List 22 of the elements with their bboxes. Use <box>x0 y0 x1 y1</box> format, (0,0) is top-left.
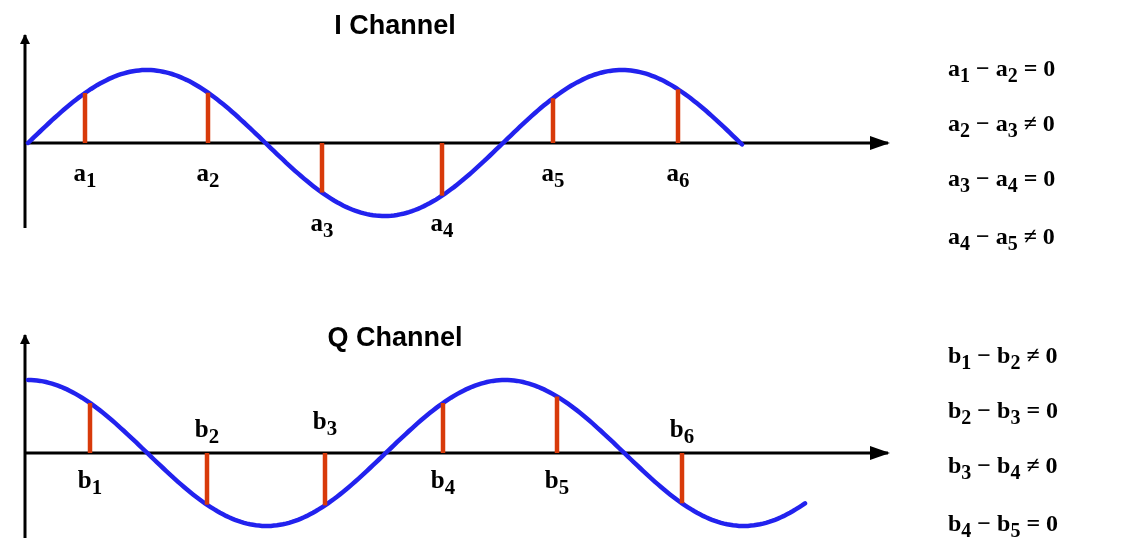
equation: b$_{2}$ − b$_{3}$ = 0 <box>948 398 1059 427</box>
channel-title: Q Channel <box>327 324 463 351</box>
sample-label: b$_{1}$ <box>77 467 103 498</box>
equation: b$_{4}$ − b$_{5}$ = 0 <box>948 511 1059 540</box>
sample-label: a$_{6}$ <box>666 160 690 191</box>
equation: a$_{1}$ − a$_{2}$ = 0 <box>948 56 1056 85</box>
sample-label: b$_{2}$ <box>194 416 220 447</box>
sample-label: a$_{5}$ <box>541 160 565 191</box>
equation: a$_{4}$ − a$_{5}$ ≠ 0 <box>948 224 1055 253</box>
equation: b$_{1}$ − b$_{2}$ ≠ 0 <box>948 343 1058 372</box>
equation: a$_{2}$ − a$_{3}$ ≠ 0 <box>948 111 1055 140</box>
sample-label: b$_{5}$ <box>544 467 570 498</box>
equation: b$_{3}$ − b$_{4}$ ≠ 0 <box>948 453 1058 482</box>
equation: a$_{3}$ − a$_{4}$ = 0 <box>948 166 1056 195</box>
sample-label: a$_{1}$ <box>73 160 97 191</box>
sample-label: a$_{2}$ <box>196 160 220 191</box>
channel-title: I Channel <box>334 12 456 39</box>
sample-label: b$_{3}$ <box>312 408 338 439</box>
sample-label: b$_{6}$ <box>669 416 695 447</box>
sample-label: a$_{4}$ <box>430 210 454 241</box>
sample-label: b$_{4}$ <box>430 467 456 498</box>
sample-label: a$_{3}$ <box>310 210 334 241</box>
